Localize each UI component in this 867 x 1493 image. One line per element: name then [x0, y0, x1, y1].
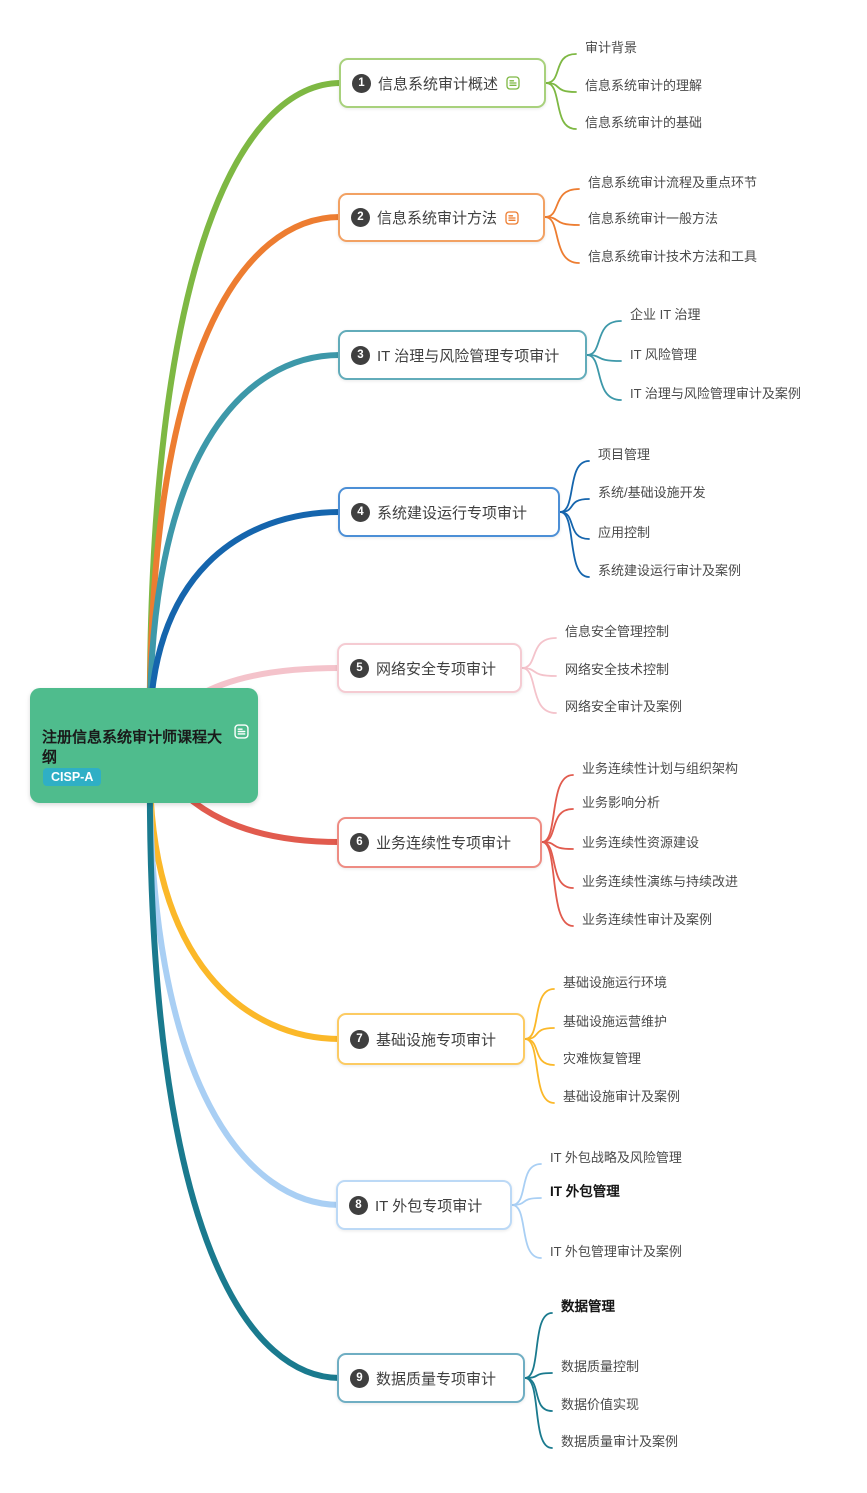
subtopic[interactable]: IT 外包战略及风险管理: [550, 1150, 682, 1165]
topic-3-number: 3: [351, 345, 370, 365]
topic-8-label: IT 外包专项审计: [375, 1197, 483, 1215]
topic-4-system-build[interactable]: 4 系统建设运行专项审计: [338, 487, 560, 537]
topic-5-network-security[interactable]: 5 网络安全专项审计: [337, 643, 522, 693]
subtopic[interactable]: 企业 IT 治理: [630, 307, 701, 322]
topic-9-number: 9: [350, 1368, 369, 1388]
topic-8-it-outsourcing[interactable]: 8 IT 外包专项审计: [336, 1180, 512, 1230]
subtopic[interactable]: 灾难恢复管理: [563, 1051, 642, 1066]
topic-1-label: 信息系统审计概述: [378, 75, 499, 93]
topic-5-label: 网络安全专项审计: [376, 660, 497, 678]
subtopic[interactable]: 网络安全审计及案例: [565, 699, 683, 714]
subtopic[interactable]: 审计背景: [585, 40, 638, 55]
branch-9-connectors: [146, 749, 553, 1449]
subtopic[interactable]: 信息安全管理控制: [565, 624, 670, 639]
topic-3-it-governance[interactable]: 3 IT 治理与风险管理专项审计: [338, 330, 587, 380]
note-icon[interactable]: [234, 724, 249, 744]
topic-7-number: 7: [350, 1029, 369, 1049]
subtopic[interactable]: IT 风险管理: [630, 347, 697, 362]
topic-9-data-quality[interactable]: 9 数据质量专项审计: [337, 1353, 525, 1403]
topic-7-label: 基础设施专项审计: [376, 1031, 497, 1049]
subtopic[interactable]: 基础设施运行环境: [563, 975, 668, 990]
topic-5-number: 5: [350, 658, 369, 678]
subtopic[interactable]: 业务连续性演练与持续改进: [582, 874, 739, 889]
topic-2-methods[interactable]: 2 信息系统审计方法: [338, 193, 545, 242]
subtopic[interactable]: 系统/基础设施开发: [598, 485, 706, 500]
topic-2-number: 2: [351, 208, 370, 227]
topic-3-label: IT 治理与风险管理专项审计: [377, 347, 560, 365]
branch-2-connectors: [146, 188, 580, 749]
topic-4-number: 4: [351, 502, 370, 522]
subtopic[interactable]: IT 外包管理: [550, 1184, 620, 1199]
branch-4-connectors: [146, 460, 590, 749]
subtopic[interactable]: 信息系统审计的基础: [585, 115, 703, 130]
subtopic[interactable]: 基础设施审计及案例: [563, 1089, 681, 1104]
subtopic[interactable]: 信息系统审计流程及重点环节: [588, 175, 758, 190]
subtopic[interactable]: 数据价值实现: [561, 1397, 640, 1412]
subtopic[interactable]: 信息系统审计的理解: [585, 78, 703, 93]
note-icon[interactable]: [505, 210, 519, 225]
subtopic[interactable]: 系统建设运行审计及案例: [598, 563, 742, 578]
cisp-a-tag[interactable]: CISP-A: [43, 768, 102, 786]
subtopic[interactable]: IT 治理与风险管理审计及案例: [630, 386, 801, 401]
topic-4-label: 系统建设运行专项审计: [377, 504, 528, 522]
note-icon[interactable]: [506, 76, 520, 90]
topic-2-label: 信息系统审计方法: [377, 210, 498, 227]
topic-1-overview[interactable]: 1 信息系统审计概述: [339, 58, 546, 108]
root-topic[interactable]: 注册信息系统审计师课程大纲 CISP-A: [30, 688, 258, 803]
topic-6-number: 6: [350, 833, 369, 852]
subtopic[interactable]: 数据质量控制: [561, 1359, 640, 1374]
subtopic[interactable]: 业务影响分析: [582, 795, 661, 810]
subtopic[interactable]: 网络安全技术控制: [565, 662, 670, 677]
root-topic-title: 注册信息系统审计师课程大纲: [42, 729, 223, 766]
topic-6-business-continuity[interactable]: 6 业务连续性专项审计: [337, 817, 542, 868]
subtopic[interactable]: 项目管理: [598, 447, 651, 462]
topic-7-infrastructure[interactable]: 7 基础设施专项审计: [337, 1013, 525, 1065]
subtopic[interactable]: 应用控制: [598, 525, 651, 540]
topic-6-label: 业务连续性专项审计: [376, 835, 512, 852]
branch-1-connectors: [146, 53, 577, 749]
subtopic[interactable]: 数据管理: [561, 1299, 615, 1314]
subtopic[interactable]: 业务连续性资源建设: [582, 835, 700, 850]
subtopic[interactable]: 业务连续性审计及案例: [582, 912, 713, 927]
subtopic[interactable]: 信息系统审计技术方法和工具: [588, 249, 758, 264]
branch-3-connectors: [146, 320, 622, 749]
subtopic[interactable]: 信息系统审计一般方法: [588, 211, 719, 226]
topic-8-number: 8: [349, 1195, 368, 1215]
subtopic[interactable]: IT 外包管理审计及案例: [550, 1244, 682, 1259]
topic-1-number: 1: [352, 73, 371, 93]
topic-9-label: 数据质量专项审计: [376, 1370, 497, 1388]
subtopic[interactable]: 数据质量审计及案例: [561, 1434, 679, 1449]
subtopic[interactable]: 业务连续性计划与组织架构: [582, 761, 739, 776]
subtopic[interactable]: 基础设施运营维护: [563, 1014, 668, 1029]
